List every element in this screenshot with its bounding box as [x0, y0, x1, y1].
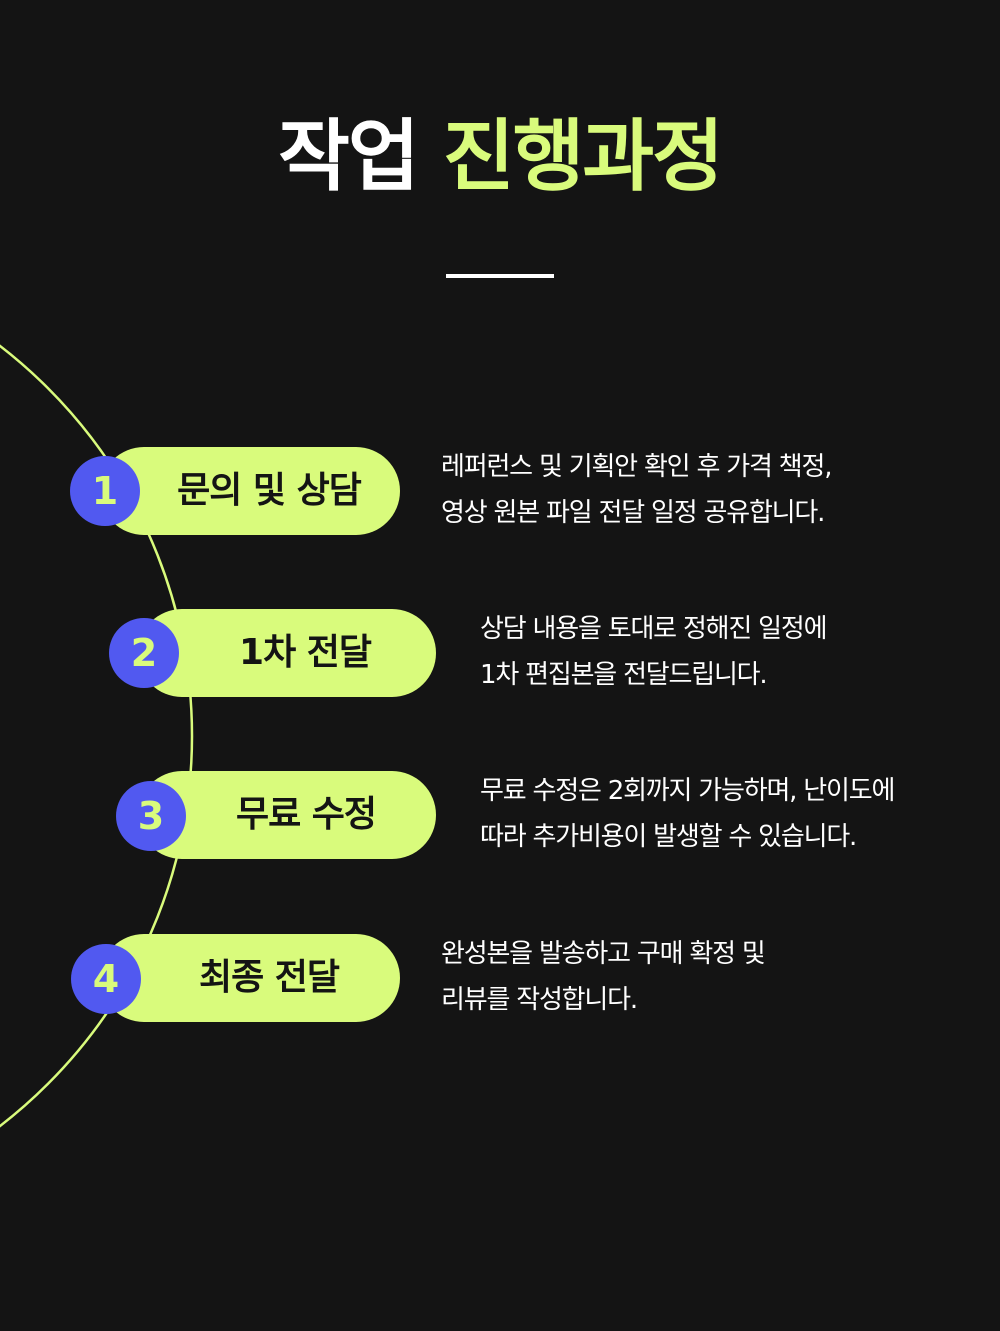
step-1-desc-line1: 레퍼런스 및 기획안 확인 후 가격 책정,: [441, 452, 832, 482]
step-2-number: 2: [130, 631, 158, 675]
step-1-number: 1: [91, 469, 119, 513]
step-3-description: 무료 수정은 2회까지 가능하며, 난이도에 따라 추가비용이 발생할 수 있습…: [480, 768, 895, 860]
step-1-desc-line2: 영상 원본 파일 전달 일정 공유합니다.: [441, 498, 825, 528]
step-4-number-badge: 4: [71, 944, 141, 1014]
step-1-pill: 문의 및 상담: [100, 447, 400, 535]
step-2-pill: 1차 전달: [138, 609, 436, 697]
step-1-number-badge: 1: [70, 456, 140, 526]
step-4-desc-line2: 리뷰를 작성합니다.: [441, 985, 638, 1015]
title-divider: [446, 274, 554, 278]
step-1-description: 레퍼런스 및 기획안 확인 후 가격 책정, 영상 원본 파일 전달 일정 공유…: [441, 444, 832, 536]
step-1-label: 문의 및 상담: [177, 470, 362, 511]
step-2-description: 상담 내용을 토대로 정해진 일정에 1차 편집본을 전달드립니다.: [480, 606, 828, 698]
step-3-number: 3: [137, 794, 165, 838]
step-3-number-badge: 3: [116, 781, 186, 851]
page-title: 작업 진행과정: [0, 118, 1000, 196]
title-part-accent: 진행과정: [442, 112, 724, 202]
step-4-pill: 최종 전달: [100, 934, 400, 1022]
step-2-desc-line1: 상담 내용을 토대로 정해진 일정에: [480, 614, 828, 644]
step-4-description: 완성본을 발송하고 구매 확정 및 리뷰를 작성합니다.: [441, 931, 766, 1023]
step-3-label: 무료 수정: [235, 794, 377, 835]
step-4-desc-line1: 완성본을 발송하고 구매 확정 및: [441, 939, 766, 969]
step-2-label: 1차 전달: [239, 632, 372, 673]
step-3-desc-line2: 따라 추가비용이 발생할 수 있습니다.: [480, 822, 857, 852]
step-4-number: 4: [92, 957, 120, 1001]
step-2-number-badge: 2: [109, 618, 179, 688]
title-part-white: 작업: [278, 112, 420, 202]
step-2-desc-line2: 1차 편집본을 전달드립니다.: [480, 660, 768, 690]
step-3-pill: 무료 수정: [138, 771, 436, 859]
step-4-label: 최종 전달: [198, 957, 340, 998]
step-3-desc-line1: 무료 수정은 2회까지 가능하며, 난이도에: [480, 776, 895, 806]
